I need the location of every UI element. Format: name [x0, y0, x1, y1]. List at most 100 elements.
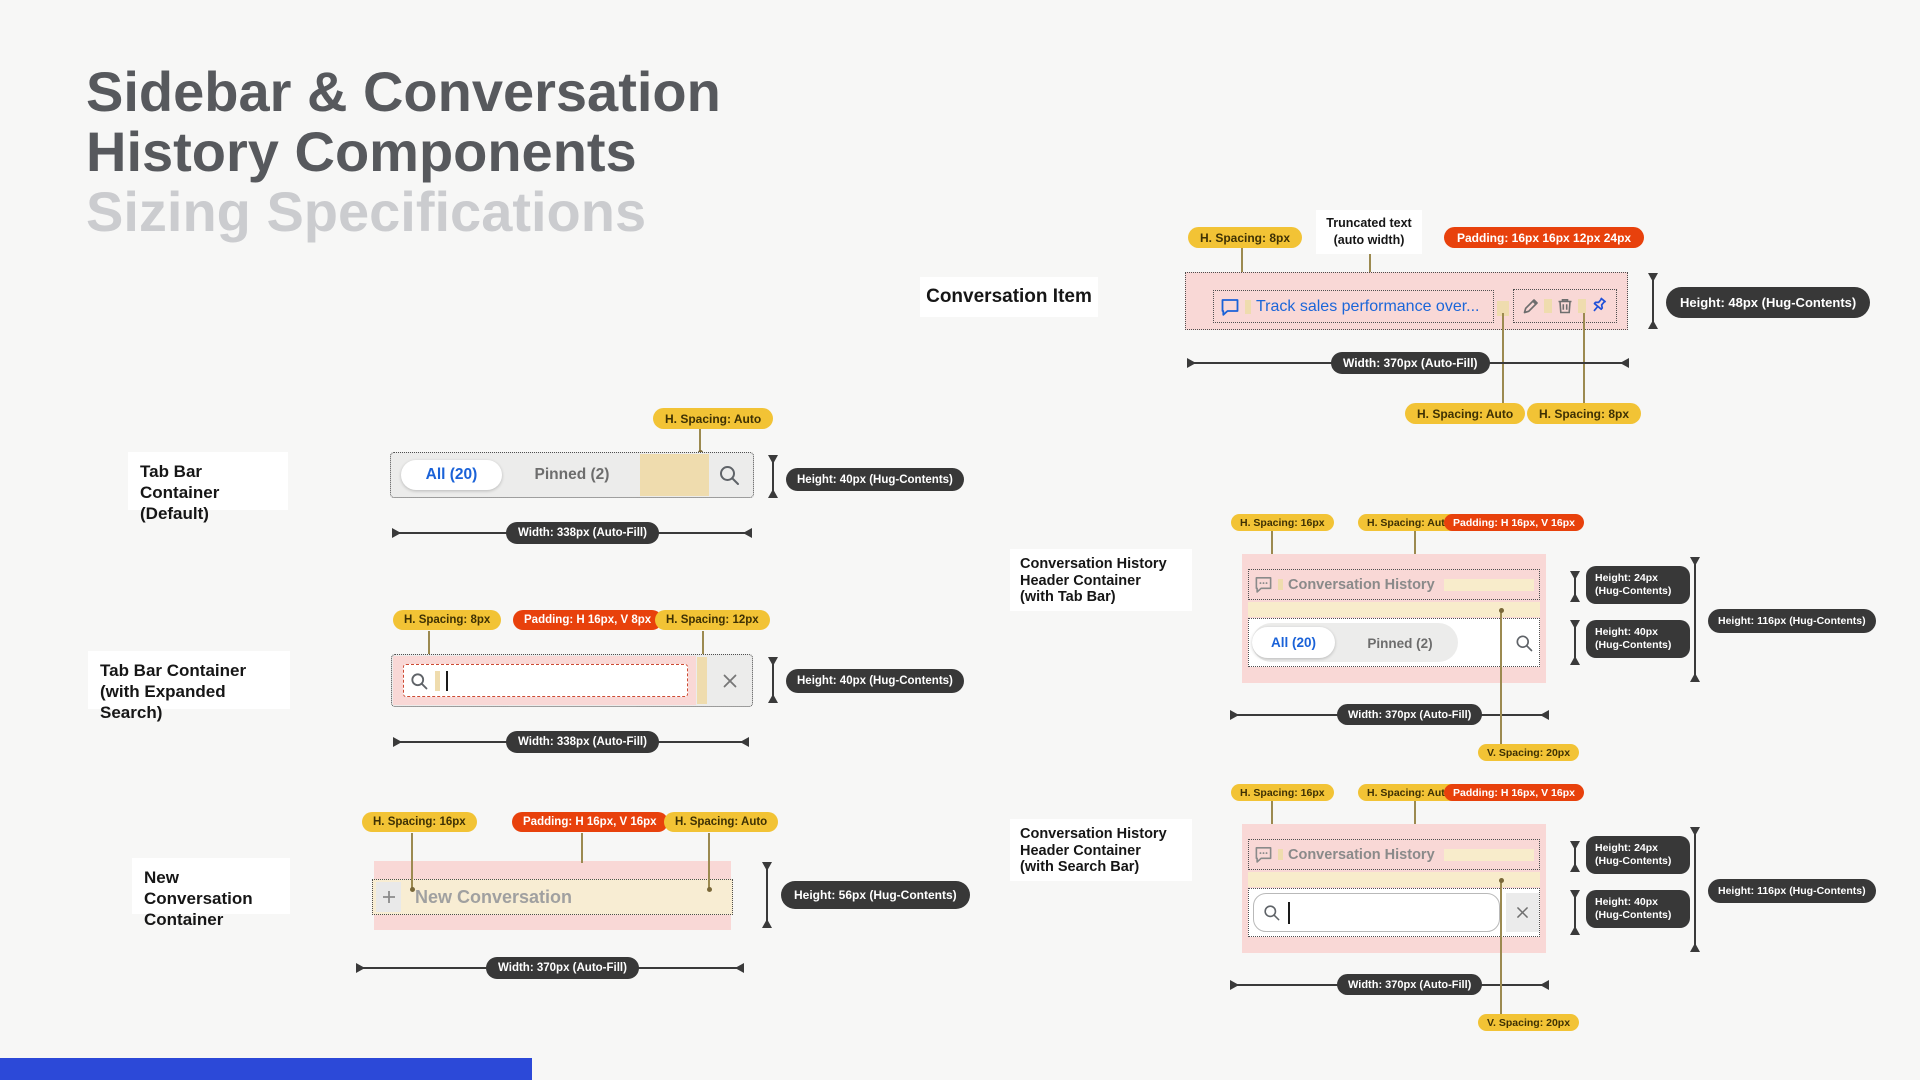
annotation-text: (auto width) — [1333, 233, 1405, 247]
annotation-padding: Padding: H 16px, V 16px — [1444, 514, 1584, 531]
pin-icon[interactable] — [1589, 296, 1609, 316]
tab-label: Pinned (2) — [534, 466, 610, 483]
section-label-text: Header Container — [1020, 572, 1141, 589]
annotation-text: Height: 116px (Hug-Contents) — [1718, 885, 1866, 897]
annotation-h-spacing-left: H. Spacing: 8px — [393, 610, 502, 630]
section-label-text: Tab Bar Container — [100, 661, 247, 680]
v-spacing-indicator — [1248, 602, 1540, 617]
bottom-blue-bar — [0, 1058, 532, 1080]
annotation-h-spacing-auto: H. Spacing: Auto — [1358, 514, 1461, 531]
annotation-h-spacing: H. Spacing: Auto — [653, 408, 774, 429]
annotation-text: Truncated text — [1326, 216, 1412, 230]
annotation-leader-line — [1583, 313, 1585, 403]
new-conversation-label: New Conversation — [415, 886, 573, 907]
height-measure-line — [1690, 557, 1700, 682]
annotation-leader-line — [697, 429, 703, 455]
annotation-text: H. Spacing: 8px — [404, 614, 491, 626]
annotation-width: Width: 370px (Auto-Fill) — [1331, 352, 1490, 374]
height-measure-line — [1570, 620, 1580, 665]
annotation-height-total: Height: 116px (Hug-Contents) — [1708, 609, 1876, 633]
annotation-padding: Padding: H 16px, V 8px — [513, 610, 663, 630]
annotation-width: Width: 370px (Auto-Fill) — [486, 957, 639, 979]
spacing-indicator — [1578, 299, 1586, 313]
page-subtitle: Sizing Specifications — [86, 180, 647, 243]
tab-all[interactable]: All (20) — [1252, 627, 1335, 658]
annotation-text: Width: 370px (Auto-Fill) — [1343, 356, 1478, 370]
search-input[interactable] — [1253, 893, 1500, 932]
annotation-text: Height: 24px (Hug-Contents) — [1595, 572, 1672, 597]
history-header-title: Conversation History — [1288, 846, 1435, 863]
search-icon[interactable] — [1262, 903, 1281, 922]
annotation-text: H. Spacing: Auto — [665, 411, 762, 426]
close-icon[interactable] — [721, 672, 739, 690]
tab-pinned[interactable]: Pinned (2) — [512, 462, 632, 488]
search-icon[interactable] — [717, 463, 741, 487]
height-measure-line — [1570, 890, 1580, 935]
history-header-row: Conversation History — [1248, 569, 1540, 600]
annotation-v-spacing: V. Spacing: 20px — [1478, 1014, 1580, 1031]
section-label-text: Container — [144, 910, 224, 929]
search-icon[interactable] — [409, 671, 429, 691]
page-title-line2: History Components — [86, 120, 637, 183]
annotation-text: V. Spacing: 20px — [1487, 746, 1571, 759]
annotation-text: H. Spacing: 8px — [1200, 230, 1291, 245]
section-label-text: (Default) — [140, 504, 209, 523]
annotation-text: H. Spacing: Auto — [1417, 406, 1514, 421]
section-label-text: Conversation History — [1020, 826, 1167, 842]
section-label-tab-bar-default: Tab Bar Container (Default) — [128, 452, 288, 523]
annotation-text: Padding: H 16px, V 16px — [523, 816, 657, 828]
close-button[interactable] — [1506, 893, 1539, 932]
section-label-text: Tab Bar Container — [140, 462, 220, 502]
annotation-text: H. Spacing: 16px — [1240, 786, 1325, 799]
annotation-height-total: Height: 116px (Hug-Contents) — [1708, 879, 1876, 903]
search-icon[interactable] — [1514, 633, 1534, 653]
page-title: Sidebar & Conversation History Component… — [86, 62, 721, 242]
conversation-item[interactable] — [1185, 272, 1628, 330]
annotation-leader-line — [1498, 878, 1504, 1014]
delete-icon[interactable] — [1555, 296, 1575, 316]
annotation-h-spacing-auto: H. Spacing: Auto — [1358, 784, 1461, 801]
conversation-item-title-box[interactable]: Track sales performance over... — [1213, 290, 1494, 323]
annotation-text: Height: 24px (Hug-Contents) — [1595, 842, 1672, 867]
annotation-text: Height: 40px (Hug-Contents) — [1595, 626, 1672, 651]
annotation-text: Padding: H 16px, V 16px — [1453, 516, 1575, 529]
height-measure-line — [1648, 273, 1658, 329]
history-header-title: Conversation History — [1288, 576, 1435, 593]
annotation-text: Width: 370px (Auto-Fill) — [1348, 708, 1472, 721]
tab-label: Pinned (2) — [1367, 635, 1433, 651]
annotation-height: Height: 40px (Hug-Contents) — [786, 669, 964, 693]
annotation-text: Padding: H 16px, V 8px — [524, 614, 652, 626]
annotation-width: Width: 338px (Auto-Fill) — [506, 522, 659, 544]
annotation-h-spacing-auto: H. Spacing: Auto — [1405, 403, 1526, 424]
height-measure-line — [762, 862, 772, 928]
annotation-text: Height: 40px (Hug-Contents) — [797, 473, 953, 486]
annotation-padding: Padding: H 16px, V 16px — [1444, 784, 1584, 801]
annotation-text: Height: 48px (Hug-Contents) — [1680, 295, 1857, 310]
annotation-height: Height: 56px (Hug-Contents) — [781, 881, 970, 909]
annotation-height-row: Height: 40px (Hug-Contents) — [1586, 620, 1690, 658]
section-label-text: (with Tab Bar) — [1020, 589, 1116, 605]
spacing-indicator — [640, 454, 709, 496]
tab-all[interactable]: All (20) — [401, 460, 502, 490]
tab-label: All (20) — [1270, 635, 1316, 650]
annotation-text: Height: 116px (Hug-Contents) — [1718, 615, 1866, 627]
annotation-width: Width: 370px (Auto-Fill) — [1337, 974, 1483, 995]
annotation-h-spacing-left: H. Spacing: 16px — [362, 812, 477, 832]
section-label-history-search: Conversation History Header Container (w… — [1010, 819, 1192, 881]
section-label-text: (with Search Bar) — [1020, 859, 1140, 875]
tab-pinned[interactable]: Pinned (2) — [1345, 630, 1455, 656]
section-label-tab-bar-search: Tab Bar Container (with Expanded Search) — [88, 651, 290, 722]
plus-icon[interactable] — [376, 882, 401, 912]
new-conversation-button[interactable]: New Conversation — [372, 879, 733, 915]
annotation-text: Height: 40px (Hug-Contents) — [1595, 896, 1672, 921]
section-label-text: Header Container — [1020, 842, 1141, 859]
chat-dots-icon — [1254, 845, 1273, 864]
search-input[interactable] — [403, 664, 688, 697]
edit-icon[interactable] — [1521, 296, 1541, 316]
annotation-text: H. Spacing: 16px — [1240, 516, 1325, 529]
chat-dots-icon — [1254, 575, 1273, 594]
annotation-height: Height: 48px (Hug-Contents) — [1666, 287, 1871, 318]
annotation-text: Height: 40px (Hug-Contents) — [797, 675, 953, 687]
height-measure-line — [768, 657, 778, 703]
annotation-v-spacing: V. Spacing: 20px — [1478, 744, 1580, 761]
